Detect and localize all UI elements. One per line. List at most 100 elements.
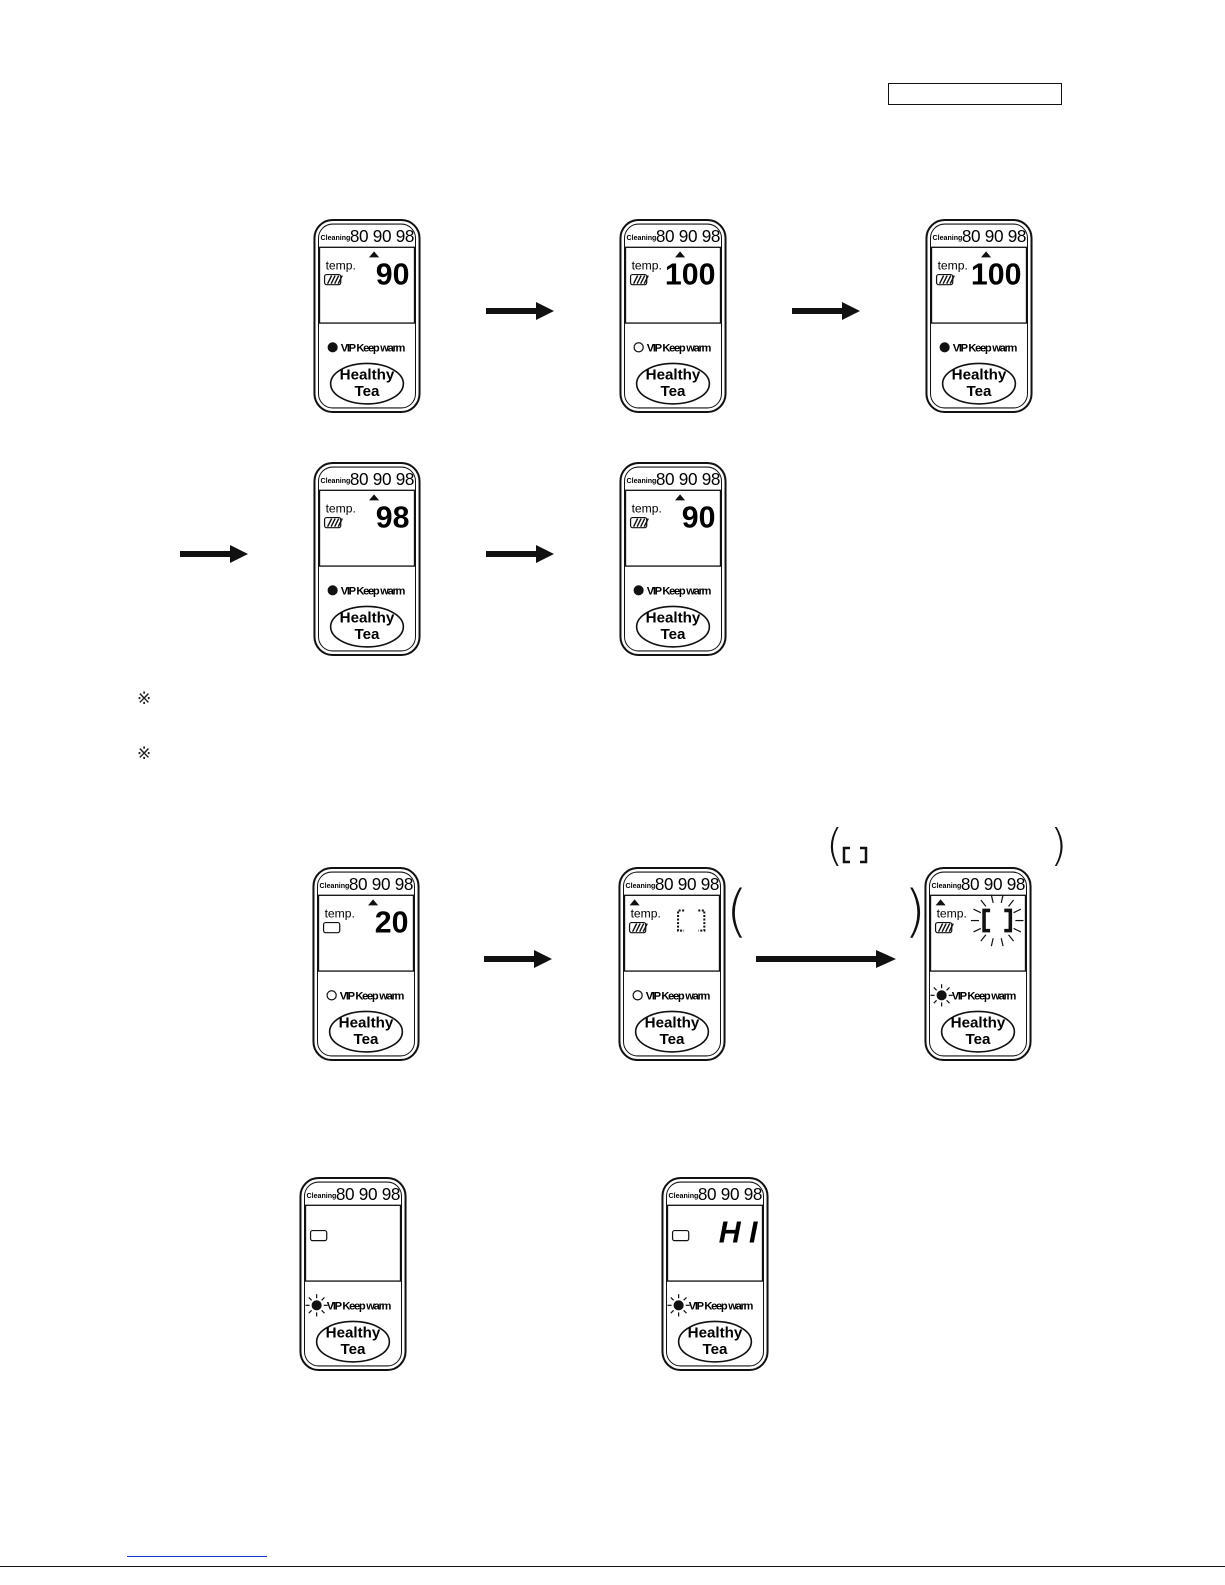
button-label-line1: Healthy bbox=[339, 1015, 394, 1032]
heater-stripe bbox=[337, 518, 343, 527]
scale-temperatures: 80 90 98 bbox=[961, 874, 1026, 894]
scale-temperatures: 80 90 98 bbox=[350, 469, 415, 489]
arrow-right-icon bbox=[484, 950, 552, 968]
heater-stripe bbox=[631, 923, 638, 932]
status-dot-icon bbox=[327, 585, 338, 596]
status-dot-icon bbox=[939, 342, 950, 353]
heater-stripe bbox=[949, 275, 955, 284]
pointer-triangle-icon bbox=[629, 899, 640, 906]
blink-ray bbox=[1000, 938, 1004, 947]
button-label-line2: Tea bbox=[661, 383, 687, 400]
pointer-triangle-icon bbox=[675, 251, 686, 258]
heater-icon bbox=[671, 1229, 690, 1242]
scale-temperatures: 80 90 98 bbox=[698, 1184, 763, 1204]
heater-stripe bbox=[635, 923, 641, 932]
arrow-right-long-icon bbox=[756, 950, 896, 968]
status-dot-icon bbox=[632, 990, 643, 1001]
status-dot-icon bbox=[633, 585, 644, 596]
bracket-right: ) bbox=[904, 879, 926, 944]
heater-stripe bbox=[642, 923, 648, 932]
blink-ray bbox=[308, 1309, 313, 1314]
heater-stripe bbox=[941, 923, 947, 932]
button-label-line2: Tea bbox=[355, 383, 381, 400]
button-label-line2: Tea bbox=[966, 1031, 992, 1048]
button-label-line1: Healthy bbox=[645, 1015, 700, 1032]
scale-cleaning-label: Cleaning bbox=[320, 883, 350, 890]
status-label: VIP Keep warm bbox=[646, 990, 711, 1002]
arrow-right-icon bbox=[792, 302, 860, 320]
bracket-left: ( bbox=[726, 879, 748, 944]
heater-stripe bbox=[643, 275, 649, 284]
blink-ray bbox=[683, 1309, 687, 1314]
button-label-line2: Tea bbox=[354, 1031, 380, 1048]
scale-cleaning-label: Cleaning bbox=[932, 883, 962, 890]
heater-stripe bbox=[948, 923, 954, 932]
button-label-line1: Healthy bbox=[646, 610, 701, 627]
scale-temperatures: 80 90 98 bbox=[656, 469, 721, 489]
blink-ray bbox=[980, 899, 987, 907]
button-label-line1: Healthy bbox=[688, 1325, 743, 1342]
heater-stripe bbox=[636, 518, 642, 527]
temperature-reading: 90 bbox=[682, 502, 716, 535]
heater-stripe bbox=[636, 275, 642, 284]
blink-ray bbox=[670, 1297, 675, 1301]
status-label: VIP Keep warm bbox=[340, 990, 405, 1002]
heater-icon bbox=[309, 1229, 328, 1242]
heater-stripe bbox=[334, 518, 340, 527]
blink-ray bbox=[321, 1297, 325, 1301]
status-label: VIP Keep warm bbox=[647, 585, 712, 597]
arrow-right-icon bbox=[180, 545, 248, 563]
pointer-triangle-icon bbox=[368, 899, 379, 906]
lcd-display bbox=[666, 1204, 764, 1282]
status-label: VIP Keep warm bbox=[341, 342, 406, 354]
temperature-reading: 98 bbox=[376, 502, 410, 535]
heater-stripe bbox=[330, 275, 336, 284]
temperature-reading: H I bbox=[719, 1217, 758, 1250]
pointer-triangle-icon bbox=[935, 899, 946, 906]
blink-ray bbox=[946, 999, 950, 1004]
heater-stripe bbox=[632, 518, 639, 527]
button-label-line1: Healthy bbox=[951, 1015, 1006, 1032]
scale-cleaning-label: Cleaning bbox=[669, 1193, 699, 1200]
button-label-line2: Tea bbox=[703, 1341, 729, 1358]
temp-label: temp. bbox=[937, 907, 967, 921]
heater-stripe bbox=[640, 518, 646, 527]
temperature-reading: 20 bbox=[375, 907, 409, 940]
scale-cleaning-label: Cleaning bbox=[627, 235, 657, 242]
status-label: VIP Keep warm bbox=[953, 342, 1018, 354]
scale-cleaning-label: Cleaning bbox=[321, 235, 351, 242]
status-blinking-icon bbox=[305, 1294, 328, 1317]
button-label-line2: Tea bbox=[341, 1341, 367, 1358]
blink-ray bbox=[670, 1309, 675, 1314]
blink-ray bbox=[933, 987, 938, 991]
note-mark: ※ bbox=[137, 744, 152, 763]
note-mark: ※ bbox=[137, 689, 152, 708]
temp-label: temp. bbox=[631, 907, 661, 921]
blink-ray bbox=[1008, 934, 1015, 942]
pointer-triangle-icon bbox=[981, 251, 992, 258]
footer-link-underline bbox=[127, 1556, 267, 1557]
blink-ray bbox=[1000, 894, 1004, 903]
temperature-reading: 90 bbox=[376, 259, 410, 292]
heater-stripe bbox=[632, 275, 639, 284]
blink-ray bbox=[1008, 899, 1015, 907]
bracket-left: ( bbox=[826, 820, 844, 871]
status-label: VIP Keep warm bbox=[689, 1300, 754, 1312]
